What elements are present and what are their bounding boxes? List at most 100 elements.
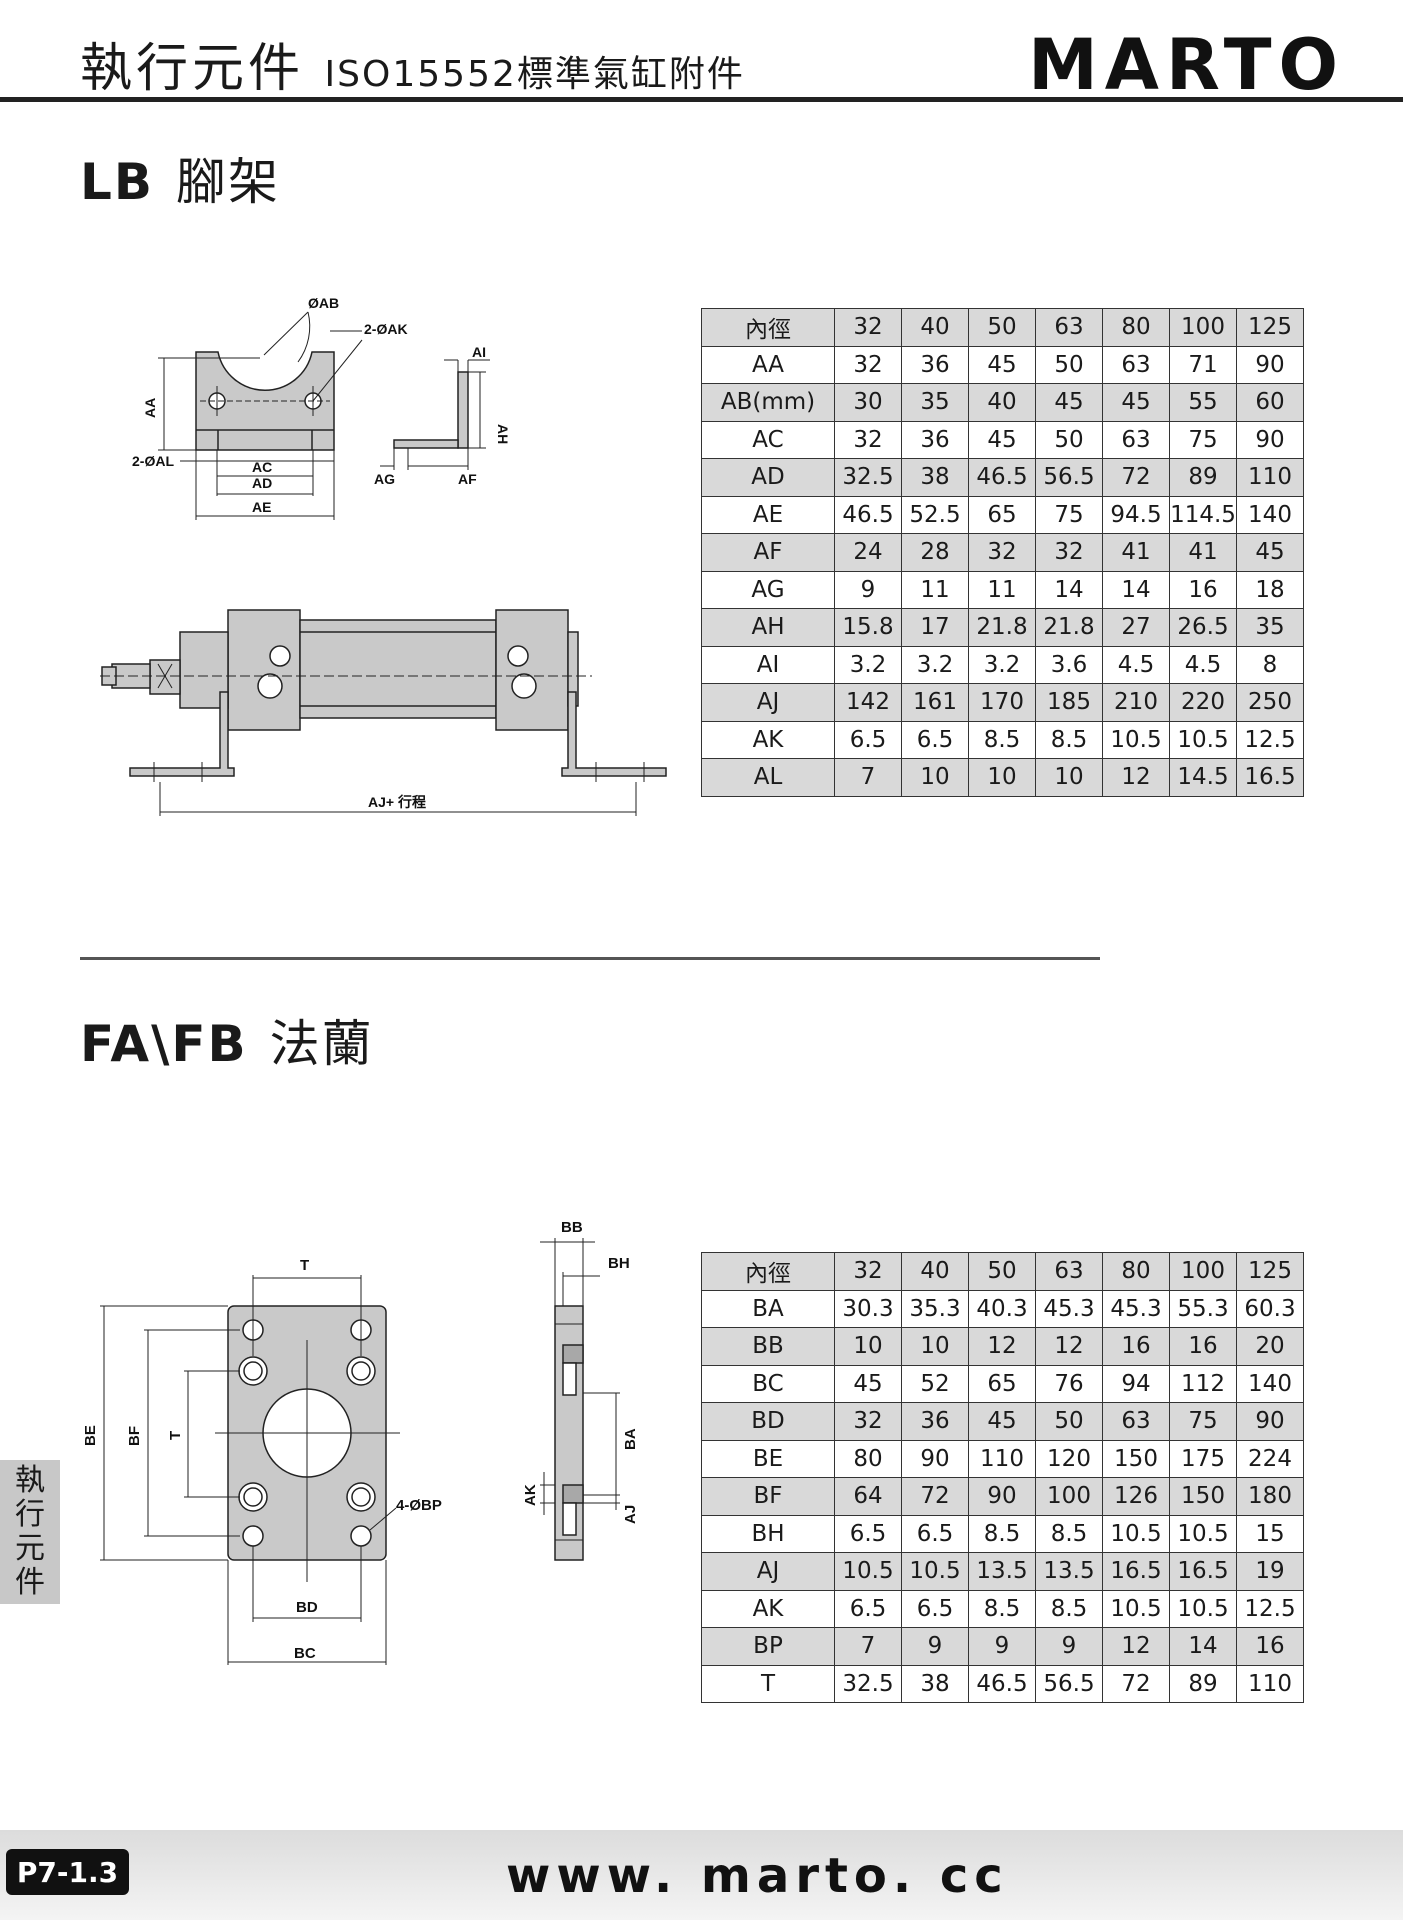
table-cell: 140: [1236, 1364, 1304, 1403]
label-al: 2-ØAL: [132, 453, 174, 469]
table-cell: 32: [834, 1252, 902, 1291]
table-cell: 32: [834, 420, 902, 459]
table-cell: 8.5: [968, 1589, 1036, 1628]
table-cell: 140: [1236, 495, 1304, 534]
table-cell: 50: [1035, 345, 1103, 384]
table-cell: 75: [1169, 1402, 1237, 1441]
table-cell: 11: [901, 570, 969, 609]
table-cell: 110: [1236, 1664, 1304, 1703]
table-cell: 16: [1236, 1627, 1304, 1666]
table-cell: 10.5: [1102, 720, 1170, 759]
lb-foot-diagram: ØAB 2-ØAK AA 2-ØAL AC AD AE AI AH AF AG …: [100, 295, 667, 816]
table-cell: 12: [968, 1327, 1036, 1366]
table-cell: 13.5: [968, 1552, 1036, 1591]
table-cell: 45: [1102, 383, 1170, 422]
table-cell: 90: [968, 1477, 1036, 1516]
side-category-tab: 執 行 元 件: [0, 1460, 60, 1604]
table-row-label: 內徑: [701, 1252, 835, 1291]
label-bb: BB: [561, 1219, 583, 1236]
table-cell: 30: [834, 383, 902, 422]
table-cell: 3.2: [901, 645, 969, 684]
table-cell: 142: [834, 683, 902, 722]
side-tab-char: 行: [15, 1497, 45, 1532]
table-cell: 16.5: [1236, 758, 1304, 797]
table-cell: 125: [1236, 1252, 1304, 1291]
table-row-label: AJ: [701, 1552, 835, 1591]
table-cell: 14: [1169, 1627, 1237, 1666]
table-cell: 45: [968, 345, 1036, 384]
table-cell: 18: [1236, 570, 1304, 609]
table-cell: 17: [901, 608, 969, 647]
table-cell: 10: [834, 1327, 902, 1366]
table-cell: 65: [968, 495, 1036, 534]
table-cell: 16: [1169, 570, 1237, 609]
table-cell: 32: [968, 533, 1036, 572]
table-cell: 32: [834, 345, 902, 384]
table-cell: 21.8: [968, 608, 1036, 647]
header-title-sub: ISO15552標準氣缸附件: [324, 54, 745, 95]
label-aa: AA: [142, 398, 158, 418]
table-cell: 15.8: [834, 608, 902, 647]
table-row-label: BP: [701, 1627, 835, 1666]
table-cell: 32: [1035, 533, 1103, 572]
table-cell: 32: [834, 1402, 902, 1441]
table-cell: 16: [1102, 1327, 1170, 1366]
table-cell: 71: [1169, 345, 1237, 384]
table-row-label: AD: [701, 458, 835, 497]
table-cell: 36: [901, 1402, 969, 1441]
label-af: AF: [458, 471, 477, 487]
label-ae: AE: [252, 499, 271, 515]
table-cell: 10.5: [1169, 1589, 1237, 1628]
table-cell: 38: [901, 1664, 969, 1703]
section-code: FA\FB: [80, 1015, 248, 1073]
table-cell: 110: [968, 1439, 1036, 1478]
table-cell: 45: [1236, 533, 1304, 572]
label-bh: BH: [608, 1255, 630, 1272]
label-ab: ØAB: [308, 295, 339, 311]
table-cell: 220: [1169, 683, 1237, 722]
table-cell: 100: [1169, 308, 1237, 347]
side-tab-char: 件: [15, 1565, 45, 1600]
table-cell: 9: [834, 570, 902, 609]
table-row-label: AB(mm): [701, 383, 835, 422]
side-tab-char: 元: [15, 1531, 45, 1566]
table-cell: 41: [1102, 533, 1170, 572]
table-row-label: AI: [701, 645, 835, 684]
table-cell: 26.5: [1169, 608, 1237, 647]
table-cell: 180: [1236, 1477, 1304, 1516]
table-cell: 28: [901, 533, 969, 572]
footer-bar: [0, 1830, 1403, 1920]
table-cell: 175: [1169, 1439, 1237, 1478]
table-cell: 9: [968, 1627, 1036, 1666]
table-row-label: 內徑: [701, 308, 835, 347]
table-cell: 12: [1102, 758, 1170, 797]
table-cell: 125: [1236, 308, 1304, 347]
table-cell: 32.5: [834, 458, 902, 497]
table-cell: 14: [1102, 570, 1170, 609]
table-cell: 4.5: [1102, 645, 1170, 684]
table-cell: 11: [968, 570, 1036, 609]
table-cell: 4.5: [1169, 645, 1237, 684]
table-cell: 150: [1102, 1439, 1170, 1478]
table-cell: 50: [968, 1252, 1036, 1291]
section-name: 腳架: [175, 153, 280, 211]
table-cell: 8.5: [968, 1514, 1036, 1553]
table-row-label: AK: [701, 720, 835, 759]
table-cell: 12: [1102, 1627, 1170, 1666]
table-cell: 46.5: [968, 1664, 1036, 1703]
table-row-label: BH: [701, 1514, 835, 1553]
table-cell: 10.5: [834, 1552, 902, 1591]
table-cell: 7: [834, 758, 902, 797]
table-cell: 75: [1169, 420, 1237, 459]
table-cell: 16.5: [1102, 1552, 1170, 1591]
table-cell: 9: [1035, 1627, 1103, 1666]
